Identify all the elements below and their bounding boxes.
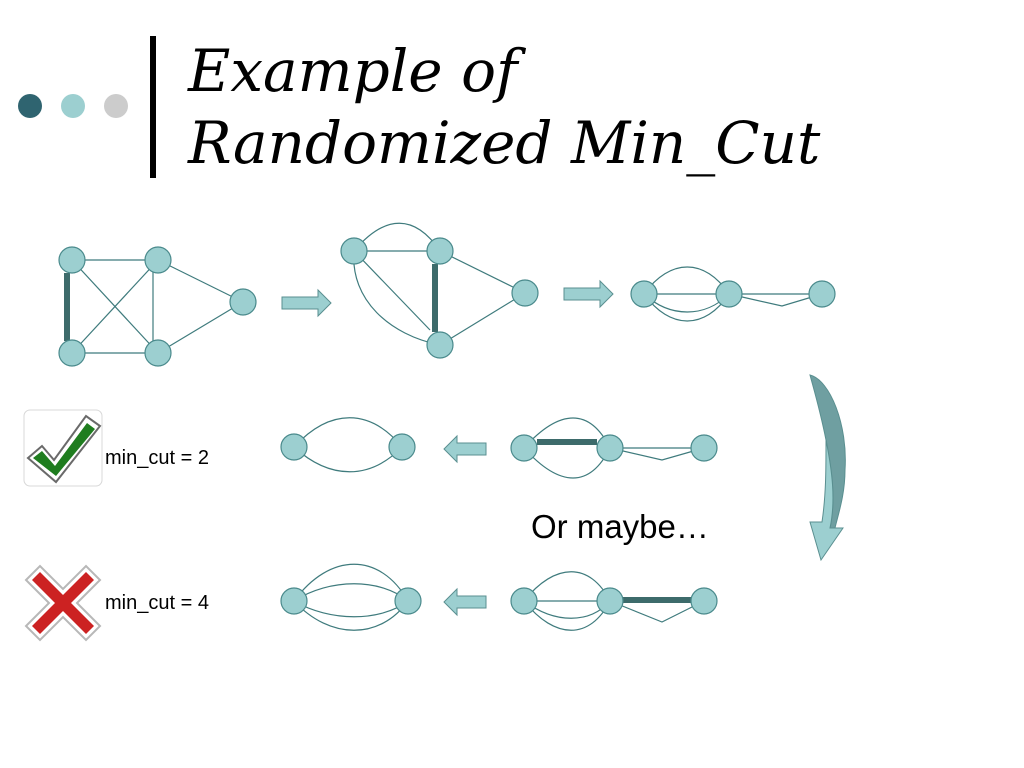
arrow-left-icon (443, 434, 487, 464)
graph-node (394, 587, 422, 615)
graph-node (280, 587, 308, 615)
graph-edge (523, 571, 611, 602)
graph-node (58, 339, 86, 367)
graph-edge (353, 222, 441, 252)
graph-edge (293, 417, 403, 448)
graph-node (596, 434, 624, 462)
or-maybe-label: Or maybe… (531, 508, 709, 545)
graph-node (144, 246, 172, 274)
graph-node (340, 237, 368, 265)
min-cut-failure-label: min_cut = 4 (105, 592, 209, 614)
graph-node (280, 433, 308, 461)
graph-node (715, 280, 743, 308)
graph-final-success (293, 417, 403, 473)
graph-edge (523, 600, 611, 631)
graph-node (388, 433, 416, 461)
dot-icon (61, 94, 85, 118)
title-line-2: Randomized Min_Cut (188, 109, 821, 177)
graph-node (510, 434, 538, 462)
graph-node (596, 587, 624, 615)
graph-edge (293, 563, 409, 602)
graph-edge (293, 583, 409, 602)
graph-edge (353, 250, 431, 331)
graph-edge (157, 259, 244, 303)
graph-step-1 (353, 222, 526, 346)
dot-icon (104, 94, 128, 118)
graph-node (426, 237, 454, 265)
graph-node (426, 331, 454, 359)
graph-edge (293, 446, 403, 473)
graph-node (511, 279, 539, 307)
title-line-1: Example of (188, 37, 518, 105)
arrow-left-icon (443, 587, 487, 617)
graph-node (690, 587, 718, 615)
graph-node (144, 339, 172, 367)
arrow-right-icon (281, 288, 332, 318)
checkmark-icon (23, 409, 103, 487)
graph-edge (293, 600, 409, 618)
graph-step-3a (523, 417, 705, 479)
graph-edge (71, 259, 159, 354)
graph-edge (439, 250, 526, 294)
graph-node (510, 587, 538, 615)
graph-edge (353, 250, 441, 346)
graph-edge (609, 600, 705, 623)
graph-node (808, 280, 836, 308)
curved-arrow-down-icon (809, 374, 846, 562)
graph-edge (439, 292, 526, 346)
graph-edge (728, 293, 823, 307)
graph-edge (523, 417, 611, 449)
arrow-right-icon (563, 279, 614, 309)
title-divider (150, 36, 156, 178)
graph-node (58, 246, 86, 274)
graph-node (229, 288, 257, 316)
graph-original (64, 259, 244, 354)
graph-final-failure (293, 563, 409, 631)
graph-node (690, 434, 718, 462)
graph-edge (157, 301, 244, 354)
graph-edge (293, 600, 409, 631)
graph-edge (609, 447, 705, 461)
x-mark-icon (24, 564, 102, 642)
graph-node (630, 280, 658, 308)
graph-edge (523, 447, 611, 479)
min-cut-success-label: min_cut = 2 (105, 447, 209, 469)
dot-icon (18, 94, 42, 118)
